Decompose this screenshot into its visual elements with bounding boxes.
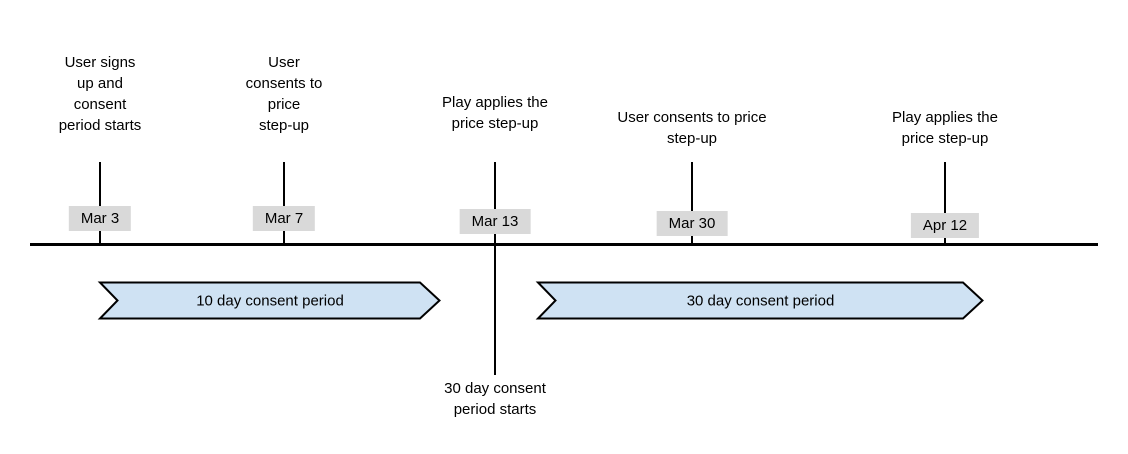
timeline-axis [30,243,1098,246]
event-date-badge: Mar 3 [68,206,132,231]
event-tick-line [944,162,946,244]
event-date-badge: Mar 13 [459,209,531,234]
event-tick-line [99,162,101,244]
event-date-badge: Mar 7 [252,206,316,231]
consent-start-note: 30 day consent period starts [444,380,546,418]
event-date-badge: Apr 12 [910,213,980,238]
banner-arrow-shape [97,281,441,320]
consent-period-banner-10day: 10 day consent period [97,281,441,320]
banner-arrow-shape [535,281,984,320]
event-tick-line [691,162,693,244]
event-description: User consents to price step-up [245,54,323,134]
event-description: User consents to price step-up [617,109,767,147]
event-description: Play applies the price step-up [892,109,998,147]
banner-label: 30 day consent period [687,293,835,310]
event-date-badge: Mar 30 [656,211,728,236]
event-tick-line [494,162,496,375]
event-description: User signs up and consent period starts [58,54,142,134]
banner-label: 10 day consent period [196,293,344,310]
event-tick-line [283,162,285,244]
consent-period-banner-30day: 30 day consent period [535,281,984,320]
event-description: Play applies the price step-up [442,94,548,132]
